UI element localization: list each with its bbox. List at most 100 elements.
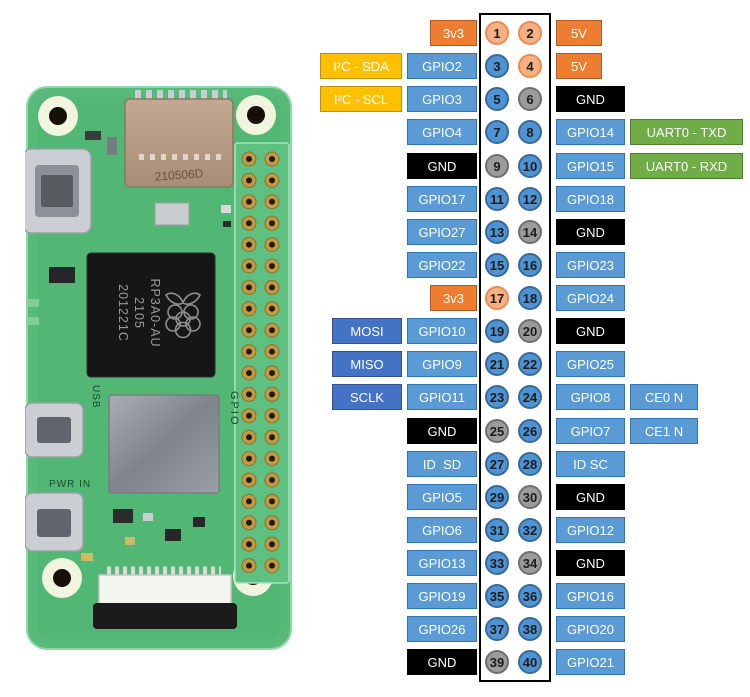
left-pin-label: GPIO6 <box>407 517 477 543</box>
right-pin-label: GPIO15 <box>556 153 625 179</box>
right-pin-label: GPIO20 <box>556 616 625 642</box>
right-pin-label: GND <box>556 550 625 576</box>
function-label: CE1 N <box>630 418 698 444</box>
pin-circle-5: 5 <box>485 87 509 111</box>
signal-label: I²C - SCL <box>320 86 402 112</box>
left-pin-label: GPIO26 <box>407 616 477 642</box>
pin-circle-34: 34 <box>518 551 542 575</box>
right-pin-label: 5V <box>556 20 602 46</box>
pin-circle-35: 35 <box>485 584 509 608</box>
pin-circle-24: 24 <box>518 385 542 409</box>
function-label: UART0 - RXD <box>630 153 743 179</box>
left-pin-label: GPIO22 <box>407 252 477 278</box>
chip-marking-line1: RP3A0-AU <box>148 278 162 347</box>
pin-header-outline <box>479 13 551 682</box>
pin-circle-3: 3 <box>485 54 509 78</box>
pin-circle-1: 1 <box>485 21 509 45</box>
left-pin-label: GPIO4 <box>407 119 477 145</box>
mini-hdmi-port <box>25 148 92 234</box>
chip-marking-line2: 2105 <box>132 297 146 329</box>
left-pin-label: GPIO2 <box>407 53 477 79</box>
right-pin-label: ID SC <box>556 451 625 477</box>
left-pin-label: GND <box>407 649 477 675</box>
pin-circle-36: 36 <box>518 584 542 608</box>
function-label: UART0 - TXD <box>630 119 743 145</box>
right-pin-label: GPIO14 <box>556 119 625 145</box>
pin-circle-12: 12 <box>518 187 542 211</box>
left-pin-label: GPIO5 <box>407 484 477 510</box>
left-pin-label: GPIO11 <box>407 384 477 410</box>
right-pin-label: GND <box>556 219 625 245</box>
left-pin-label: GPIO10 <box>407 318 477 344</box>
pin-circle-6: 6 <box>518 87 542 111</box>
pin-circle-25: 25 <box>485 419 509 443</box>
small-components <box>27 131 231 561</box>
left-pin-label: GPIO9 <box>407 351 477 377</box>
left-pin-label: GPIO3 <box>407 86 477 112</box>
signal-label: I²C - SDA <box>320 53 402 79</box>
left-pin-label: ID SD <box>407 451 477 477</box>
pin-circle-32: 32 <box>518 518 542 542</box>
right-pin-label: GPIO24 <box>556 285 625 311</box>
right-pin-label: GND <box>556 86 625 112</box>
right-pin-label: GPIO8 <box>556 384 625 410</box>
gpio-silkscreen-label: GPIO <box>228 391 240 427</box>
pin-circle-18: 18 <box>518 286 542 310</box>
pin-circle-27: 27 <box>485 452 509 476</box>
power-usb-port <box>25 492 84 552</box>
left-pin-label: 3v3 <box>430 285 477 311</box>
pin-circle-29: 29 <box>485 485 509 509</box>
usb-silkscreen-label: USB <box>90 385 101 409</box>
right-pin-label: GPIO25 <box>556 351 625 377</box>
signal-label: MISO <box>332 351 402 377</box>
pwr-silkscreen-label: PWR IN <box>49 479 91 490</box>
left-pin-label: GND <box>407 153 477 179</box>
pin-circle-9: 9 <box>485 154 509 178</box>
pin-circle-21: 21 <box>485 352 509 376</box>
left-pin-label: GPIO17 <box>407 186 477 212</box>
left-pin-label: GPIO19 <box>407 583 477 609</box>
right-pin-label: GPIO23 <box>556 252 625 278</box>
right-pin-label: GND <box>556 484 625 510</box>
pin-circle-11: 11 <box>485 187 509 211</box>
right-pin-label: 5V <box>556 53 602 79</box>
sd-card-slot: 210506D <box>124 90 234 188</box>
left-pin-label: 3v3 <box>430 20 477 46</box>
pin-circle-16: 16 <box>518 253 542 277</box>
pin-circle-17: 17 <box>485 286 509 310</box>
raspberry-logo-icon <box>164 292 202 339</box>
pin-circle-31: 31 <box>485 518 509 542</box>
right-pin-label: GPIO21 <box>556 649 625 675</box>
signal-label: MOSI <box>332 318 402 344</box>
soc-chip: RP3A0-AU 2105 201221C <box>86 252 216 378</box>
pin-circle-30: 30 <box>518 485 542 509</box>
pin-circle-37: 37 <box>485 617 509 641</box>
sd-marking-text: 210506D <box>154 166 204 183</box>
raspberry-pi-board-photo: GPIO 210506D <box>25 86 292 650</box>
right-pin-label: GPIO18 <box>556 186 625 212</box>
signal-label: SCLK <box>332 384 402 410</box>
pin-circle-22: 22 <box>518 352 542 376</box>
function-label: CE0 N <box>630 384 698 410</box>
wireless-module <box>108 394 220 494</box>
pin-circle-2: 2 <box>518 21 542 45</box>
pin-circle-7: 7 <box>485 120 509 144</box>
gpio-header <box>234 142 290 584</box>
right-pin-label: GPIO16 <box>556 583 625 609</box>
right-pin-label: GND <box>556 318 625 344</box>
right-pin-label: GPIO7 <box>556 418 625 444</box>
pin-circle-14: 14 <box>518 220 542 244</box>
pin-circle-40: 40 <box>518 650 542 674</box>
right-pin-label: GPIO12 <box>556 517 625 543</box>
pin-circle-13: 13 <box>485 220 509 244</box>
pin-circle-26: 26 <box>518 419 542 443</box>
usb-data-port <box>25 402 84 458</box>
pin-circle-28: 28 <box>518 452 542 476</box>
left-pin-label: GPIO27 <box>407 219 477 245</box>
pin-circle-4: 4 <box>518 54 542 78</box>
camera-connector <box>93 566 237 629</box>
pin-circle-20: 20 <box>518 319 542 343</box>
pin-circle-39: 39 <box>485 650 509 674</box>
left-pin-label: GPIO13 <box>407 550 477 576</box>
